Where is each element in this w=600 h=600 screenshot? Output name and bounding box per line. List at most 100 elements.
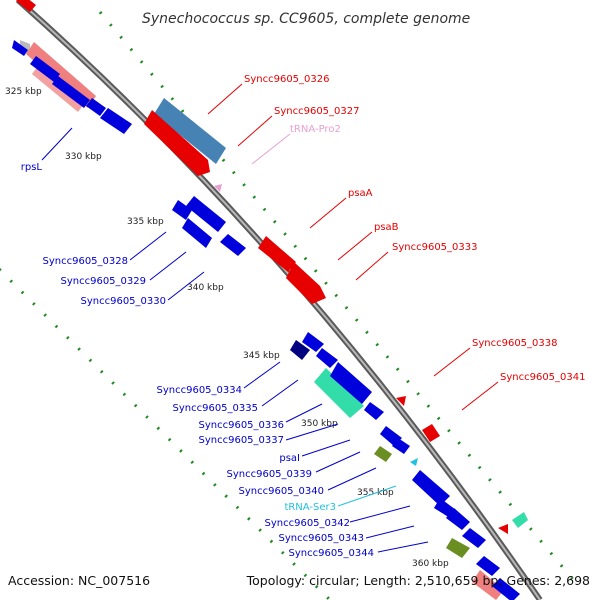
label-0340: Syncc9605_0340 [239, 486, 325, 497]
feature-blue-a[interactable] [12, 40, 28, 56]
label-0330: Syncc9605_0330 [81, 296, 167, 307]
feature-0337[interactable] [330, 362, 372, 404]
feature-psaI[interactable] [364, 402, 384, 420]
leader-psaI [301, 439, 351, 457]
leader-0335 [261, 379, 299, 407]
outer-tick-track [98, 11, 582, 589]
feature-blue-b[interactable] [30, 56, 60, 82]
label-0329: Syncc9605_0329 [61, 276, 147, 287]
feature-0335b[interactable] [316, 348, 338, 368]
leader-psaA [309, 197, 347, 229]
feature-0342[interactable] [412, 470, 450, 506]
leader-0342 [349, 505, 411, 523]
leader-0330 [167, 271, 205, 301]
reverse-leader-lines [41, 127, 429, 553]
leader-tRNA-Pro2 [251, 133, 291, 165]
leader-0344 [377, 541, 429, 553]
feature-blue-bottom-b[interactable] [492, 578, 520, 600]
label-0338: Syncc9605_0338 [472, 338, 558, 349]
feature-0338[interactable] [396, 396, 406, 406]
feature-blue-bottom-a[interactable] [476, 556, 500, 576]
leader-tRNA-Ser3 [337, 485, 397, 507]
label-0333: Syncc9605_0333 [392, 242, 478, 253]
map-title: Synechococcus sp. CC9605, complete genom… [142, 11, 470, 27]
kbp-label-335: 335 kbp [127, 217, 164, 227]
leader-0340 [327, 467, 377, 491]
feature-0344[interactable] [462, 528, 486, 548]
forward-strand-features [144, 98, 528, 534]
leader-psaB [337, 231, 373, 261]
label-0342: Syncc9605_0342 [265, 518, 351, 529]
feature-rpsL[interactable] [100, 108, 132, 134]
label-tRNA-Pro2: tRNA-Pro2 [290, 124, 341, 135]
label-0327: Syncc9605_0327 [274, 106, 360, 117]
feature-rrna-bottom[interactable] [472, 570, 504, 600]
feature-teal-right[interactable] [512, 512, 528, 528]
feature-0336[interactable] [314, 368, 364, 418]
feature-0330[interactable] [220, 234, 246, 256]
label-0339: Syncc9605_0339 [227, 469, 313, 480]
leader-0334 [243, 361, 281, 389]
kbp-label-330: 330 kbp [65, 152, 102, 162]
feature-0328[interactable] [172, 200, 192, 220]
kbp-label-345: 345 kbp [243, 351, 280, 361]
feature-blue-d[interactable] [86, 98, 106, 116]
feature-0340[interactable] [392, 438, 410, 454]
reverse-labels: rpsL Syncc9605_0328 Syncc9605_0329 Syncc… [21, 162, 374, 559]
feature-psaB[interactable] [286, 262, 326, 304]
feature-rrna-block-2[interactable] [32, 66, 84, 112]
label-0344: Syncc9605_0344 [289, 548, 375, 559]
forward-labels: Syncc9605_0326 Syncc9605_0327 psaA psaB … [244, 74, 586, 383]
leader-0328 [129, 231, 167, 261]
feature-0343[interactable] [446, 508, 470, 530]
leader-0327 [237, 115, 273, 147]
leader-0343 [365, 525, 415, 539]
feature-top-red[interactable] [16, 0, 36, 12]
kbp-label-325: 325 kbp [5, 87, 42, 97]
feature-0327[interactable] [144, 110, 210, 176]
feature-0329b[interactable] [182, 218, 212, 248]
reverse-strand-features [12, 0, 520, 600]
leader-rpsL [41, 127, 73, 161]
label-psaI: psaI [279, 453, 300, 464]
feature-0326[interactable] [154, 98, 226, 164]
inner-tick-track [0, 267, 332, 600]
label-0341: Syncc9605_0341 [500, 372, 586, 383]
leader-0338 [433, 347, 471, 377]
label-0335: Syncc9605_0335 [173, 403, 259, 414]
feature-0329a[interactable] [186, 196, 226, 232]
leader-0333 [355, 251, 389, 281]
feature-red-right[interactable] [498, 524, 508, 534]
feature-tRNA-Ser3[interactable] [410, 458, 418, 466]
label-0328: Syncc9605_0328 [43, 256, 129, 267]
label-psaA: psaA [348, 188, 373, 199]
leader-0337 [285, 423, 339, 441]
kbp-label-340: 340 kbp [187, 283, 224, 293]
feature-0335[interactable] [302, 332, 324, 352]
label-tRNA-Ser3: tRNA-Ser3 [284, 502, 336, 513]
leader-0329 [149, 251, 187, 281]
topology-text: Topology: circular; Length: 2,510,659 bp… [246, 573, 590, 588]
label-rpsL: rpsL [21, 162, 43, 173]
kbp-label-350: 350 kbp [301, 419, 338, 429]
label-0336: Syncc9605_0336 [199, 420, 285, 431]
label-0326: Syncc9605_0326 [244, 74, 330, 85]
leader-0326 [207, 83, 243, 115]
tick-tracks [0, 11, 582, 600]
label-0334: Syncc9605_0334 [157, 385, 243, 396]
label-psaB: psaB [374, 222, 399, 233]
feature-psaA[interactable] [258, 236, 296, 272]
kbp-label-360: 360 kbp [412, 559, 449, 569]
feature-0341[interactable] [422, 424, 440, 442]
feature-blue-c[interactable] [52, 76, 90, 108]
label-0343: Syncc9605_0343 [279, 533, 365, 544]
leader-0339 [315, 451, 361, 473]
feature-tRNA-Pro2[interactable] [214, 184, 222, 192]
leader-0341 [461, 381, 499, 411]
forward-leader-lines [207, 83, 499, 411]
feature-olive-a[interactable] [374, 446, 392, 462]
feature-olive-b[interactable] [446, 538, 470, 558]
feature-0334[interactable] [290, 340, 310, 360]
